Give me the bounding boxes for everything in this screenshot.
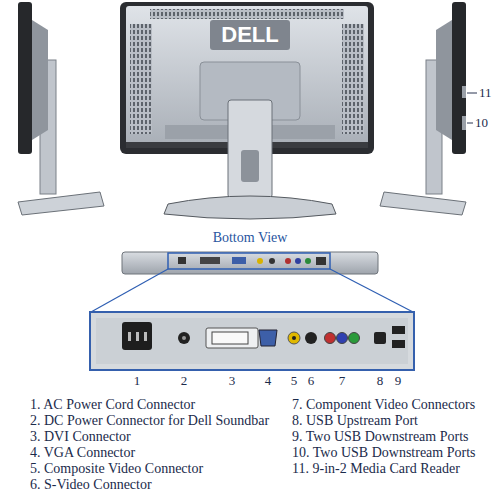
cable-slot xyxy=(241,150,259,182)
zoom-box xyxy=(90,312,414,370)
bottom-strip xyxy=(122,252,378,274)
view-heading: Bottom View xyxy=(213,230,288,245)
usb-downstream-port xyxy=(392,340,405,348)
screen-edge xyxy=(18,2,32,154)
jack-pin xyxy=(292,336,296,340)
left-vent xyxy=(130,24,152,134)
port-mini xyxy=(295,258,301,264)
dvi-socket xyxy=(212,332,248,344)
callout-number: 1 xyxy=(134,374,141,388)
stand-base xyxy=(380,192,466,215)
port-mini xyxy=(200,257,220,264)
left-side-view xyxy=(18,2,104,215)
zoom-leader xyxy=(91,269,168,312)
callout-number: 9 xyxy=(395,374,402,388)
callout-number: 5 xyxy=(291,374,298,388)
legend-item: 2. DC Power Connector for Dell Soundbar xyxy=(30,413,269,428)
usb-side-port xyxy=(462,116,466,130)
component-connector xyxy=(349,333,360,344)
composite-connector xyxy=(288,332,300,344)
component-connector xyxy=(337,333,348,344)
stand-base xyxy=(18,192,104,215)
ac-power-connector xyxy=(122,322,152,350)
port-mini xyxy=(232,257,246,264)
dc-pin xyxy=(182,336,186,340)
legend-item: 11. 9-in-2 Media Card Reader xyxy=(292,461,460,476)
bottom-view xyxy=(91,252,413,312)
callout-number: 11 xyxy=(479,86,492,100)
card-reader-slot xyxy=(462,86,466,98)
leader-line xyxy=(467,123,473,124)
logo-plate xyxy=(210,20,290,50)
legend-item: 7. Component Video Connectors xyxy=(292,397,475,412)
ac-pin xyxy=(144,332,147,341)
callout-number: 3 xyxy=(229,374,236,388)
port-mini xyxy=(316,257,326,265)
legend-item: 1. AC Power Cord Connector xyxy=(30,397,195,412)
component-connector xyxy=(325,333,336,344)
panel-face xyxy=(96,318,408,364)
callout-number: 4 xyxy=(265,374,272,388)
right-side-view xyxy=(380,2,477,215)
screen-edge xyxy=(452,2,466,154)
ac-pin xyxy=(136,332,139,341)
zoom-highlight xyxy=(168,253,330,269)
ac-pin xyxy=(128,332,131,341)
callout-number: 2 xyxy=(181,374,188,388)
top-vent xyxy=(150,9,344,19)
port-mini xyxy=(178,257,186,264)
port-mini xyxy=(285,258,291,264)
leader-line xyxy=(467,93,477,94)
callout-number: 7 xyxy=(339,374,346,388)
legend-item: 8. USB Upstream Port xyxy=(292,413,418,428)
callout-number: 6 xyxy=(308,374,315,388)
dc-power-connector xyxy=(178,332,190,344)
connector-panel xyxy=(90,312,414,370)
legend-item: 3. DVI Connector xyxy=(30,429,131,444)
s-video-connector xyxy=(305,332,317,344)
right-vent xyxy=(342,24,364,134)
brand-logo: DELL xyxy=(221,23,278,47)
back-bulge xyxy=(436,20,452,140)
legend-item: 10. Two USB Downstream Ports xyxy=(292,445,476,460)
legend-item: 5. Composite Video Connector xyxy=(30,461,203,476)
dvi-connector xyxy=(206,328,258,348)
back-bulge xyxy=(32,20,48,140)
vga-connector xyxy=(259,330,277,346)
port-mini xyxy=(257,258,263,264)
callout-number: 10 xyxy=(475,116,488,130)
port-mini xyxy=(269,258,275,264)
stand-base xyxy=(164,196,336,219)
stand-neck xyxy=(228,100,272,198)
back-view xyxy=(120,2,374,219)
legend-item: 6. S-Video Connector xyxy=(30,477,152,492)
usb-downstream-port xyxy=(392,326,405,334)
callout-number: 8 xyxy=(377,374,384,388)
zoom-leader xyxy=(330,269,413,312)
usb-upstream-port xyxy=(374,332,386,344)
legend-item: 4. VGA Connector xyxy=(30,445,135,460)
port-mini xyxy=(305,258,311,264)
legend-item: 9. Two USB Downstream Ports xyxy=(292,429,469,444)
